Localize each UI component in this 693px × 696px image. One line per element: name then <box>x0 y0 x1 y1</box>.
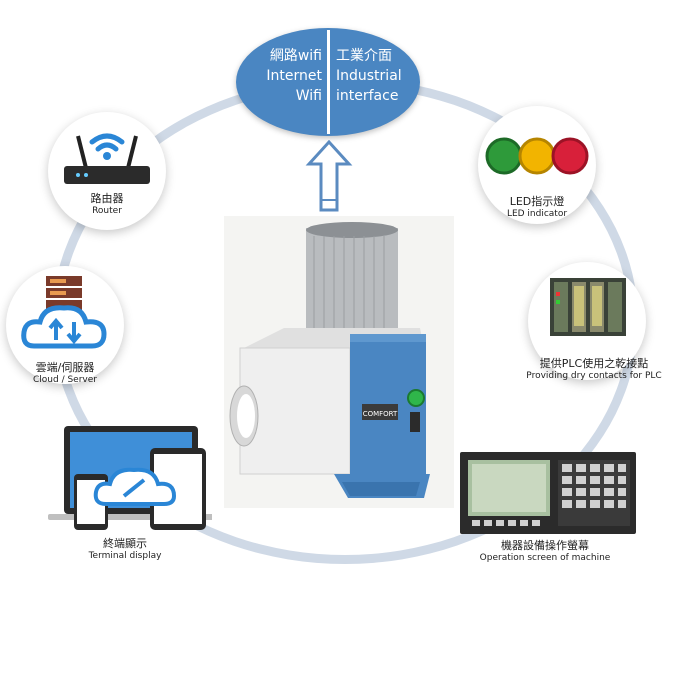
operation-label-zh: 機器設備操作螢幕 <box>450 540 640 552</box>
led-label: LED指示燈 LED indicator <box>478 196 596 220</box>
up-arrow-icon <box>305 140 353 212</box>
industrial-label-en2: interface <box>336 86 416 106</box>
operation-label-en: Operation screen of machine <box>450 552 640 564</box>
cloud-label: 雲端/伺服器 Cloud / Server <box>0 362 130 386</box>
industrial-label-zh: 工業介面 <box>336 46 416 66</box>
terminal-devices-icon <box>44 424 212 534</box>
router-label: 路由器 Router <box>48 193 166 217</box>
wifi-label-en1: Internet <box>246 66 322 86</box>
led-label-zh: LED指示燈 <box>478 196 596 208</box>
industrial-label: 工業介面 Industrial interface <box>336 46 416 106</box>
operation-screen-icon <box>460 452 636 534</box>
plc-label-zh: 提供PLC使用之乾接點 <box>508 358 680 370</box>
wifi-label-zh: 網路wifi <box>246 46 322 66</box>
wifi-label: 網路wifi Internet Wifi <box>246 46 322 106</box>
wifi-label-en2: Wifi <box>246 86 322 106</box>
cloud-label-en: Cloud / Server <box>0 374 130 386</box>
plc-label: 提供PLC使用之乾接點 Providing dry contacts for P… <box>508 358 680 382</box>
industrial-label-en1: Industrial <box>336 66 416 86</box>
router-label-en: Router <box>48 205 166 217</box>
oil-mist-collector-icon: COMFORT <box>224 216 454 508</box>
top-oval-divider <box>327 30 330 134</box>
brand-logo-text: COMFORT <box>363 410 398 418</box>
router-label-zh: 路由器 <box>48 193 166 205</box>
cloud-label-zh: 雲端/伺服器 <box>0 362 130 374</box>
product-photo: COMFORT <box>224 216 454 508</box>
terminal-label: 終端顯示 Terminal display <box>60 538 190 562</box>
terminal-label-zh: 終端顯示 <box>60 538 190 550</box>
plc-label-en: Providing dry contacts for PLC <box>508 370 680 382</box>
operation-label: 機器設備操作螢幕 Operation screen of machine <box>450 540 640 564</box>
terminal-label-en: Terminal display <box>60 550 190 562</box>
led-label-en: LED indicator <box>478 208 596 220</box>
